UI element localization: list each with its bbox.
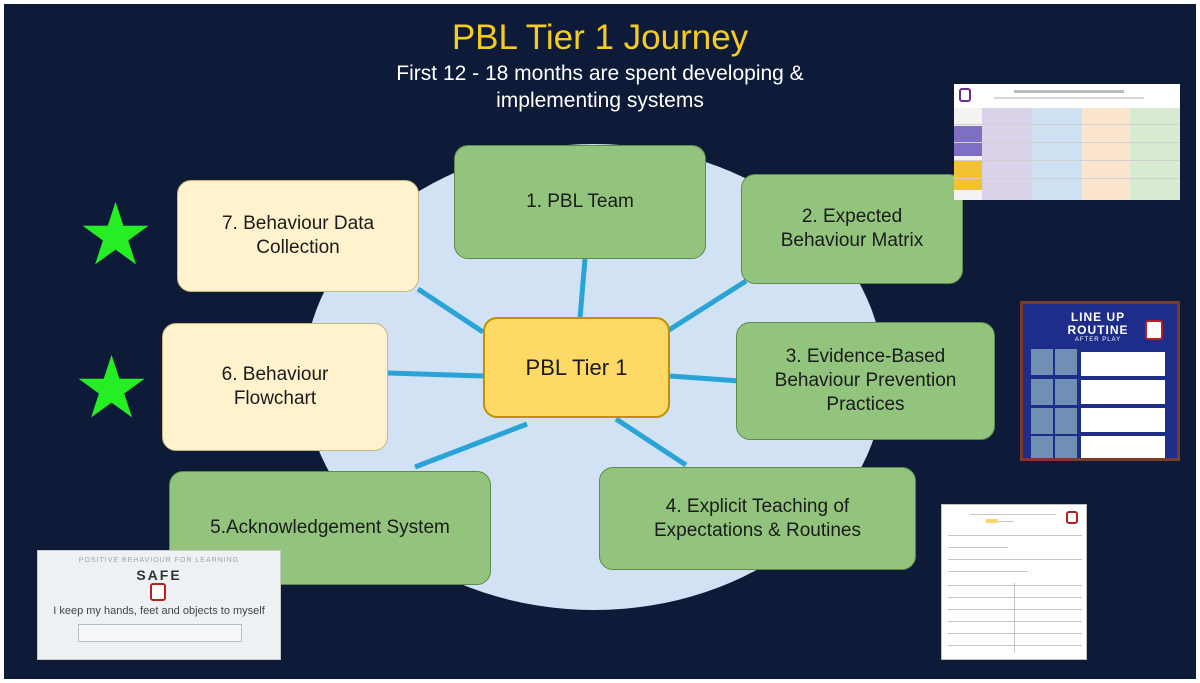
document-column-divider (1014, 583, 1015, 653)
safe-card-slot (78, 624, 242, 642)
photo-thumbnail (1055, 408, 1077, 434)
matrix-gridline (954, 178, 1180, 179)
document-line (986, 521, 1014, 522)
node-acknowledgement-system: 5.Acknowledgement System (169, 471, 491, 585)
matrix-gridline (954, 142, 1180, 143)
document-line (948, 645, 1082, 646)
matrix-row-header-safe (954, 126, 982, 156)
routine-step-card (1081, 408, 1165, 432)
node-pbl-team-label: 1. PBL Team (526, 191, 634, 212)
photo-thumbnail (1031, 408, 1053, 434)
connector-3 (669, 373, 741, 384)
slide-title: PBL Tier 1 Journey (451, 18, 749, 57)
lineup-title-3: AFTER PLAY (1074, 337, 1122, 343)
matrix-gridline (954, 160, 1180, 161)
document-line (948, 585, 1082, 586)
routine-step-card (1081, 436, 1165, 458)
connector-6 (387, 370, 484, 379)
document-line (948, 547, 1008, 548)
matrix-subheading (994, 97, 1144, 99)
node-data-collection-line-2: Collection (256, 237, 340, 258)
node-prevention-practices: 3. Evidence-Based Behaviour Prevention P… (736, 322, 995, 440)
center-node: PBL Tier 1 (483, 317, 670, 418)
behaviour-matrix-thumbnail (954, 84, 1180, 200)
routine-step-card (1081, 352, 1165, 376)
document-line (948, 633, 1082, 634)
node-pbl-team: 1. PBL Team (454, 145, 706, 259)
subtitle-line-1: First 12 - 18 months are spent developin… (396, 62, 804, 85)
school-crest-icon (959, 88, 971, 102)
photo-thumbnail (1055, 349, 1077, 375)
node-behaviour-matrix-line-1: 2. Expected (801, 206, 903, 227)
photo-thumbnail (1055, 379, 1077, 405)
node-behaviour-matrix: 2. Expected Behaviour Matrix (741, 174, 963, 284)
matrix-gridline (954, 124, 1180, 125)
photo-thumbnail (1055, 436, 1077, 458)
school-crest-icon (1145, 320, 1163, 340)
node-explicit-teaching: 4. Explicit Teaching of Expectations & R… (599, 467, 916, 570)
node-behaviour-flowchart-line-1: 6. Behaviour (221, 364, 329, 385)
connector-4 (614, 416, 688, 468)
safe-card-title: SAFE (136, 567, 182, 583)
photo-thumbnail (1031, 379, 1053, 405)
document-line (948, 535, 1082, 536)
matrix-column-1 (982, 108, 1032, 200)
slide: PBL Tier 1 Journey First 12 - 18 months … (4, 4, 1196, 679)
node-explicit-teaching-line-1: 4. Explicit Teaching of (665, 495, 850, 517)
star-icon: ★ (77, 187, 155, 283)
node-data-collection: 7. Behaviour Data Collection (177, 180, 419, 292)
matrix-heading (1014, 90, 1124, 93)
node-behaviour-flowchart-line-2: Flowchart (233, 388, 317, 409)
document-line (948, 621, 1082, 622)
star-icon: ★ (73, 340, 151, 436)
matrix-column-4 (1130, 108, 1180, 200)
node-data-collection-line-1: 7. Behaviour Data (221, 213, 375, 234)
node-acknowledgement-system-label: 5.Acknowledgement System (210, 517, 450, 538)
node-prevention-practices-line-2: Behaviour Prevention (774, 370, 957, 391)
node-prevention-practices-line-1: 3. Evidence-Based (785, 346, 946, 367)
lineup-title-1: LINE UP (1070, 310, 1126, 324)
photo-thumbnail (1031, 349, 1053, 375)
matrix-column-3 (1082, 108, 1130, 200)
matrix-column-2 (1032, 108, 1082, 200)
node-explicit-teaching-line-2: Expectations & Routines (653, 519, 861, 541)
document-line (948, 571, 1028, 572)
subtitle-line-2: implementing systems (496, 89, 704, 112)
photo-thumbnail (1031, 436, 1053, 458)
matrix-row-headers (954, 108, 982, 200)
document-thumbnail (941, 504, 1087, 660)
node-prevention-practices-line-3: Practices (826, 394, 905, 415)
document-highlight (986, 519, 998, 523)
document-line (948, 559, 1082, 560)
slide-subtitle: First 12 - 18 months are spent developin… (304, 60, 896, 114)
school-crest-icon (150, 583, 166, 601)
safe-card-header: POSITIVE BEHAVIOUR FOR LEARNING (78, 557, 240, 564)
document-line (948, 609, 1082, 610)
document-line (948, 597, 1082, 598)
connector-5 (414, 421, 528, 470)
connector-7 (416, 286, 485, 335)
connector-1 (577, 258, 588, 319)
node-behaviour-flowchart: 6. Behaviour Flowchart (162, 323, 388, 451)
school-crest-icon (1066, 511, 1078, 524)
center-node-label: PBL Tier 1 (525, 354, 628, 380)
routine-step-card (1081, 380, 1165, 404)
connector-lines (387, 258, 748, 470)
lineup-title-2: ROUTINE (1067, 323, 1129, 337)
line-up-routine-thumbnail: LINE UP ROUTINE AFTER PLAY (1020, 301, 1180, 461)
safe-card-text: I keep my hands, feet and objects to mys… (53, 605, 265, 617)
matrix-row-header-respectful (954, 160, 982, 190)
document-line (970, 514, 1056, 515)
connector-2 (667, 278, 748, 333)
safe-card-thumbnail: POSITIVE BEHAVIOUR FOR LEARNING SAFE I k… (37, 550, 281, 660)
node-behaviour-matrix-line-2: Behaviour Matrix (780, 230, 924, 251)
